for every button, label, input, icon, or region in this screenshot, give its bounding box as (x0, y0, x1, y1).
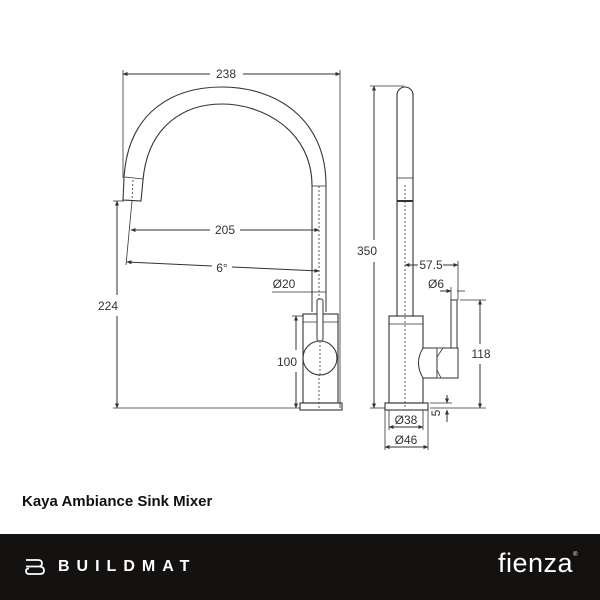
dim-handle-diameter: Ø6 (428, 277, 444, 291)
dim-handle-offset: 57.5 (419, 258, 443, 272)
dim-body-diameter: Ø38 (395, 413, 418, 427)
dim-pipe-diameter: Ø20 (273, 277, 296, 291)
buildmat-logo: BUILDMAT (24, 558, 196, 576)
side-view (370, 85, 486, 450)
side-view-labels: 350 57.5 Ø6 118 5 Ø38 Ø46 (357, 244, 491, 447)
technical-drawing: 238 205 6° Ø20 224 100 (98, 67, 491, 450)
dim-spout-height: 224 (98, 299, 118, 313)
dim-spout-angle: 6° (216, 261, 228, 275)
fienza-logo: fienza® (498, 548, 578, 579)
dim-handle-height: 118 (471, 347, 490, 361)
product-title: Kaya Ambiance Sink Mixer (22, 493, 213, 510)
front-view-labels: 238 205 6° Ø20 224 100 (98, 67, 297, 369)
dim-base-diameter: Ø46 (395, 433, 418, 447)
registered-mark: ® (573, 552, 578, 558)
footer-bar: BUILDMAT fienza® (0, 534, 600, 600)
dim-overall-height: 350 (357, 244, 377, 258)
dim-base-thickness: 5 (429, 409, 443, 416)
dim-spout-reach: 205 (215, 223, 235, 237)
dim-body-height: 100 (277, 355, 297, 369)
dim-overall-width: 238 (216, 67, 236, 81)
buildmat-b-logo-icon (25, 559, 45, 575)
buildmat-wordmark: BUILDMAT (58, 558, 197, 575)
fienza-wordmark: fienza (498, 548, 574, 578)
front-view (113, 70, 343, 411)
